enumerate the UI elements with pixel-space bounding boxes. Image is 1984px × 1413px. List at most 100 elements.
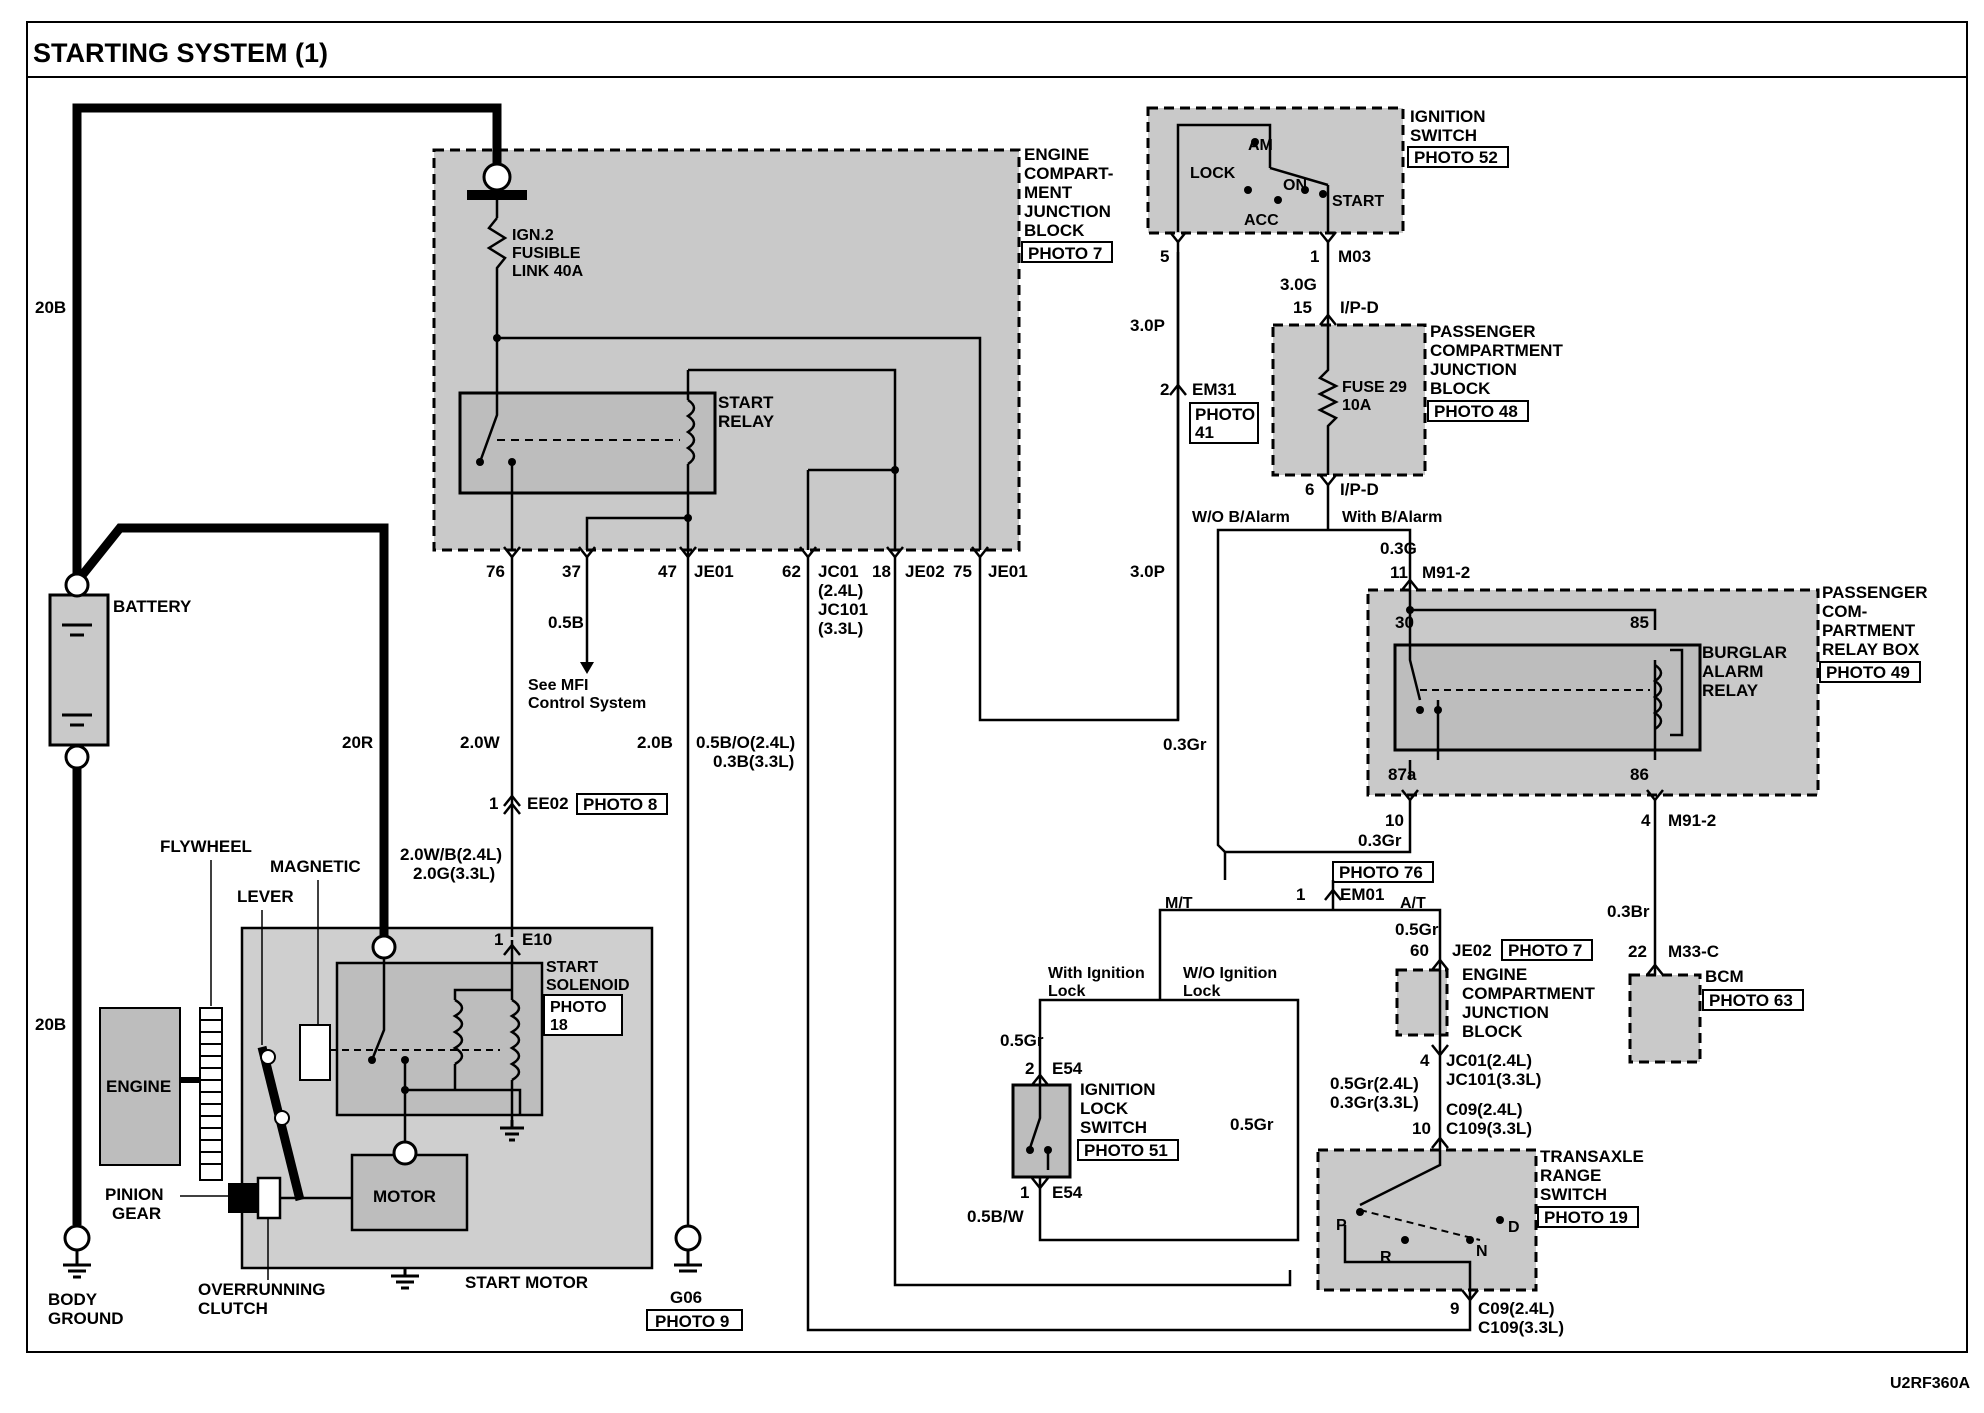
wire-18-je02 [893,557,1292,1287]
alarm-relay-wiring [1408,590,1657,780]
pin-18: 18 [872,562,891,581]
pjb-photo: PHOTO 48 [1434,402,1518,421]
ipd-bot-chevron [1319,474,1337,488]
fuse-label-2: 10A [1342,397,1372,414]
engine-label: ENGINE [106,1077,171,1096]
tx-label-1: TRANSAXLE [1540,1147,1644,1166]
wire-label-05gr24: 0.5Gr(2.4L) [1330,1074,1419,1093]
ign-lock-label-3: SWITCH [1080,1118,1147,1137]
m91b-pin: 4 [1641,811,1651,830]
diagram-title: STARTING SYSTEM (1) [33,38,328,68]
pin-76: 76 [486,562,505,581]
fuse-29 [1317,325,1339,475]
m91a-label: M91-2 [1422,563,1470,582]
pin-62: 62 [782,562,801,581]
pin-75: 75 [953,562,972,581]
mfi-arrow [580,662,594,674]
m33c-chevron [1646,962,1664,976]
jc101b-label: JC101(3.3L) [1446,1070,1541,1089]
ign-switch-label-2: SWITCH [1410,126,1477,145]
ign-lock-contact [1244,186,1252,194]
relay-pin-87a: 87a [1388,765,1417,784]
m91a-chevron [1401,577,1419,591]
m03-pin: 1 [1310,247,1319,266]
flywheel [199,1007,223,1181]
c09b-chevron [1461,1289,1479,1303]
solenoid-photo-2: 18 [550,1017,568,1034]
relay-switch-arm [478,338,499,463]
ign-lock-with-2: Lock [1048,983,1085,1000]
alarm-with: With B/Alarm [1342,509,1442,526]
contact-b [401,1056,409,1064]
solenoid-contacts [370,958,522,1142]
ee02-photo: PHOTO 8 [583,795,657,814]
ign-acc-contact [1274,196,1282,204]
wire-label-20b: 2.0B [637,733,673,752]
c09a-pin: 10 [1412,1119,1431,1138]
solenoid-wiring [453,940,514,1120]
relay-pin-85: 85 [1630,613,1649,632]
ecjb-label-3: MENT [1024,183,1073,202]
relay-box-photo-box [1819,661,1921,683]
mt-label: M/T [1165,895,1193,912]
solenoid-ground [500,1120,524,1142]
wire-label-03gr-a: 0.3Gr [1163,735,1207,754]
ecjb-label-2: COMPART- [1024,164,1113,183]
pin-je01a: JE01 [694,562,734,581]
alarm-relay-label-1: BURGLAR [1702,643,1787,662]
je02b-chevron [1431,957,1449,971]
p10-pin: 10 [1385,811,1404,830]
ign-lock-without-2: Lock [1183,983,1220,1000]
mfi-note-1: See MFI [528,677,588,694]
e54a-label: E54 [1052,1059,1083,1078]
cable-20b-top [72,103,502,585]
pin-37: 37 [562,562,581,581]
pin-je01b: JE01 [988,562,1028,581]
ign-lock-photo: PHOTO 51 [1084,1141,1168,1160]
tx-d: D [1508,1219,1520,1236]
motor-label: MOTOR [373,1187,436,1206]
ignition-lock-switch-box [1011,1083,1072,1179]
ign-switch-wiring [1176,123,1330,232]
pin-je02: JE02 [905,562,945,581]
alarm-contact-a [1416,706,1424,714]
ipd-top-label: I/P-D [1340,298,1379,317]
solenoid-photo-1: PHOTO [550,999,607,1016]
ign-am-contact [1251,138,1259,146]
em31-label: EM31 [1192,380,1236,399]
tx-r: R [1380,1249,1392,1266]
m91a-pin: 11 [1390,563,1408,582]
ign-switch-photo: PHOTO 52 [1414,148,1498,167]
overrunning-clutch [256,1176,282,1220]
relay-box-junction [1406,606,1414,614]
contact-a [368,1056,376,1064]
lever-top-pivot [260,1049,276,1065]
m03-label: M03 [1338,247,1371,266]
tx-r-contact [1401,1236,1409,1244]
body-ground-label-1: BODY [48,1290,98,1309]
ee02-pin: 1 [489,794,498,813]
wire-label-20b-bottom: 20B [35,1015,66,1034]
ign-lock: LOCK [1190,165,1236,182]
ign-lock-without-1: W/O Ignition [1183,965,1277,982]
je02b-label: JE02 [1452,941,1492,960]
transaxle-wiring [1343,1150,1472,1286]
em31-photo-box [1189,402,1259,444]
pinion-callout-2: GEAR [112,1204,161,1223]
ign-lock-photo-box [1077,1139,1179,1161]
alarm-split [1216,485,1412,853]
clutch-callout-2: CLUTCH [198,1299,268,1318]
relay-box-photo: PHOTO 49 [1826,663,1910,682]
ign-on: ON [1283,177,1307,194]
pinion-callout-1: PINION [105,1185,164,1204]
wire-label-30p-a: 3.0P [1130,316,1165,335]
g06-ground-symbol [674,550,702,1273]
wire-label-20r: 20R [342,733,373,752]
pin-jc101: JC101 [818,600,868,619]
ign-am: AM [1248,137,1273,154]
e54b-chevron [1031,1177,1049,1191]
alarm-relay-label-2: ALARM [1702,662,1763,681]
start-relay-label-2: RELAY [718,412,775,431]
relay-coil [685,398,696,466]
